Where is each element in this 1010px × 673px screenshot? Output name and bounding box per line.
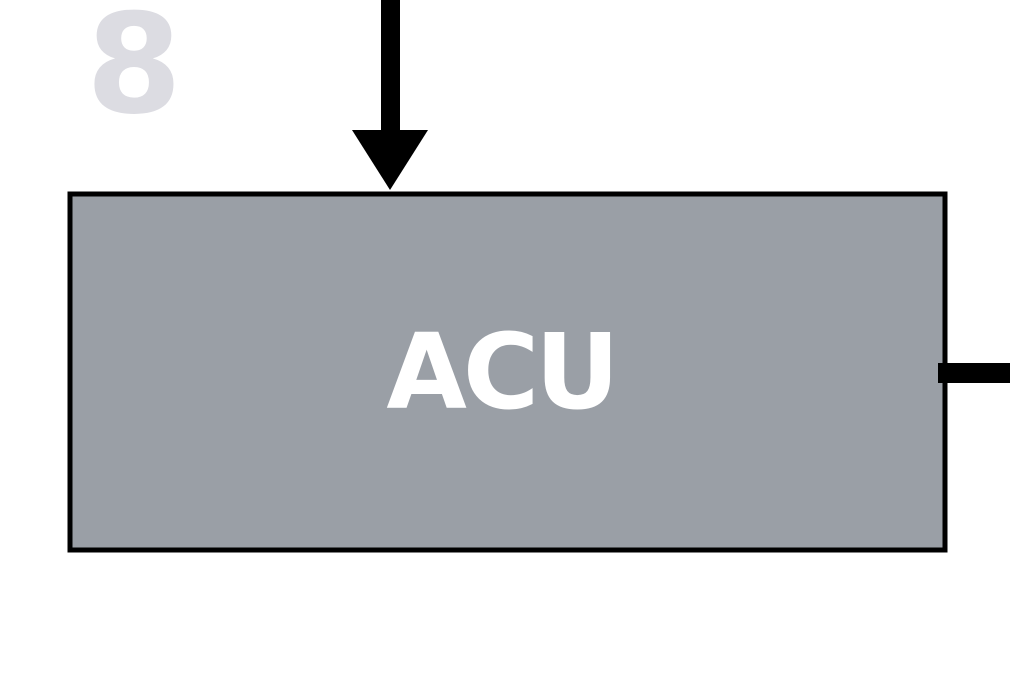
- incoming-arrow-shaft: [381, 0, 400, 132]
- step-number: 8: [86, 0, 183, 145]
- incoming-arrow-head: [352, 130, 428, 190]
- outgoing-connector-line: [938, 363, 1010, 383]
- acu-block: ACU: [67, 191, 948, 553]
- incoming-arrow: [352, 0, 428, 190]
- acu-block-label: ACU: [386, 311, 615, 433]
- acu-block-rect: [67, 191, 948, 553]
